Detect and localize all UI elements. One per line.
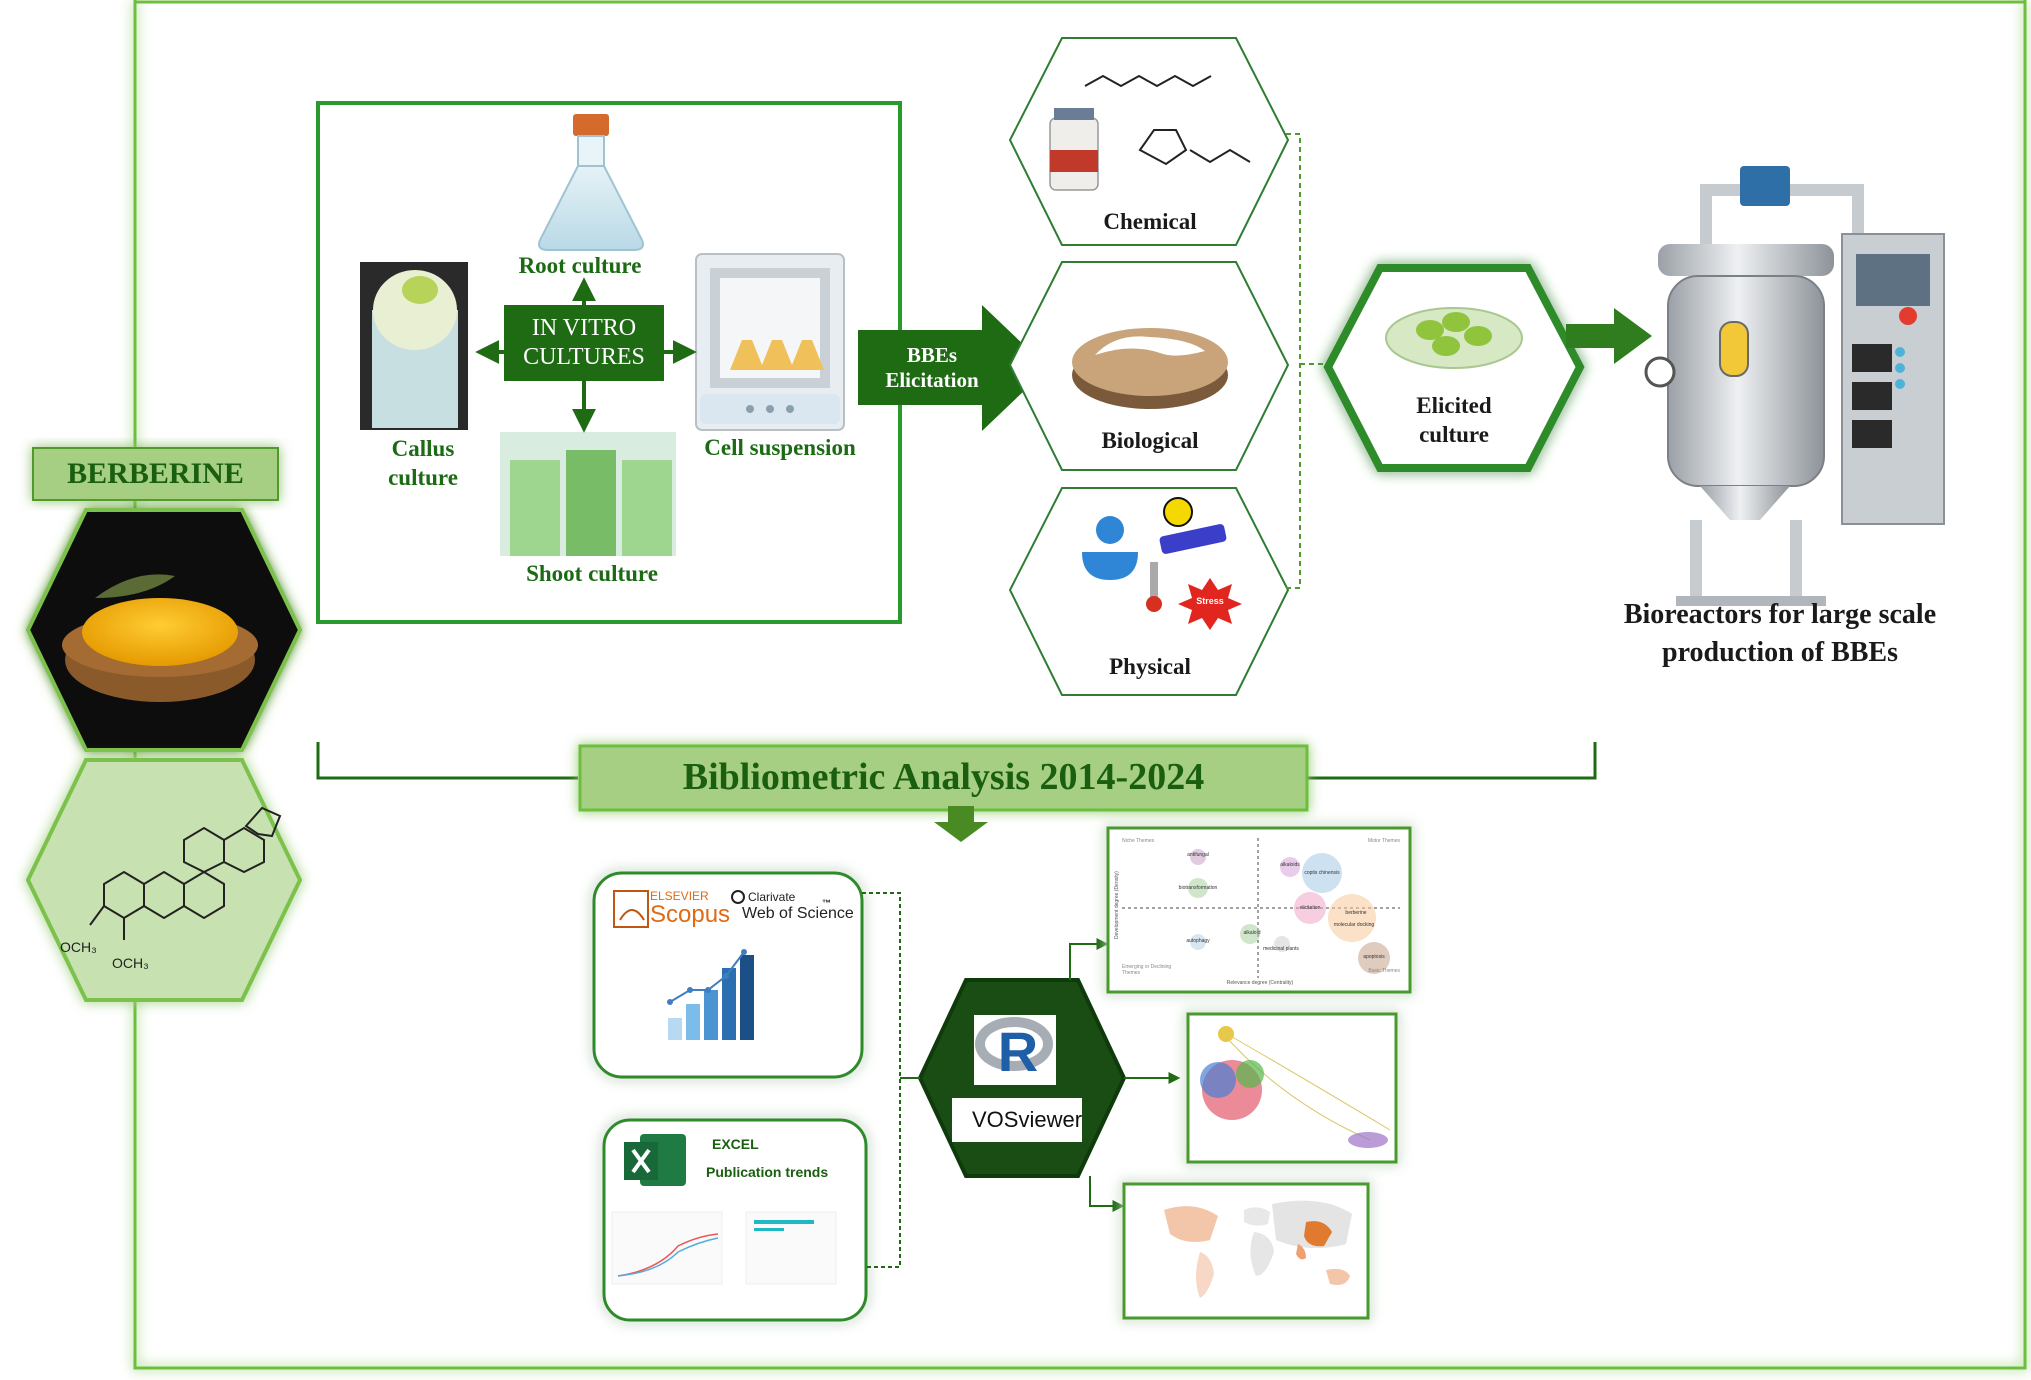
clarivate-logo-icon: [731, 890, 745, 904]
thematic-q4: Basic Themes: [1368, 968, 1400, 974]
methoxy-label-1: OCH₃: [60, 939, 97, 955]
vosviewer-logo: [952, 1098, 1082, 1142]
chemical-icon: [1049, 74, 1251, 191]
bubble-label: alkaloid: [1243, 930, 1261, 936]
methoxy-label-2: OCH₃: [112, 955, 149, 971]
berberine-molecule-icon: [89, 806, 282, 940]
bubble-label: apoptosis: [1363, 954, 1385, 960]
world-map-visualization: [1164, 1200, 1352, 1298]
thematic-q1: Niche Themes: [1122, 838, 1155, 844]
elicited-culture-dish: [1385, 307, 1523, 369]
callus-culture-label: Callus culture: [388, 436, 458, 490]
wos-trademark: ™: [822, 898, 831, 908]
bubble-label: medicinal plants: [1263, 946, 1299, 952]
shoot-culture-label: Shoot culture: [526, 561, 658, 586]
elicited-culture-label: Elicited culture: [1416, 393, 1492, 447]
vosviewer-label: VOSviewer: [971, 1106, 1083, 1132]
bubble-label: coptis chinensis: [1304, 870, 1340, 876]
berberine-powder: [82, 598, 238, 666]
physical-icons: [1082, 497, 1242, 630]
r-logo-letter: R: [997, 1020, 1039, 1084]
sources-connector: [862, 892, 901, 1268]
thematic-axis-y: Development degree (Density): [1113, 871, 1120, 940]
bibliometric-down-arrow: [934, 806, 988, 842]
wos-label: Web of Science: [742, 905, 854, 922]
excel-logo-icon: [624, 1134, 686, 1186]
stress-badge: Stress: [1196, 596, 1224, 606]
root-culture-label: Root culture: [518, 253, 642, 278]
bay-leaf: [95, 574, 175, 598]
bibliometric-bracket: [316, 742, 1597, 780]
network-visualization: [1200, 1026, 1391, 1148]
berberine-label-box: [32, 447, 279, 501]
scopus-label: Scopus: [650, 901, 731, 928]
chemical-hexagon: [1008, 37, 1290, 246]
arrow-to-bioreactor: [1566, 308, 1652, 364]
bbes-elicitation-arrow: [858, 305, 1048, 431]
excel-title: EXCEL: [712, 1136, 759, 1152]
bubble-label: berberine: [1345, 910, 1367, 916]
bubble-label: biotransformation: [1178, 885, 1218, 891]
bubble-label: alkaloids: [1280, 862, 1300, 868]
erlenmeyer-flask: [538, 114, 644, 251]
berberine-structure-hexagon: [25, 758, 303, 1002]
in-vitro-center-label: IN VITRO CULTURES: [523, 315, 645, 370]
bbes-elicitation-label: BBEs Elicitation: [885, 342, 979, 392]
world-map-box: [1122, 1182, 1370, 1320]
excel-subtitle: Publication trends: [706, 1164, 829, 1180]
clarivate-label: Clarivate: [748, 890, 796, 904]
incubator: [695, 253, 845, 431]
shoot-culture-image: [500, 432, 676, 556]
bubble-label: antifungal: [1187, 852, 1209, 858]
bubble-label: molecular docking: [1333, 922, 1375, 928]
petri-dish-icon: [1072, 328, 1228, 409]
bubble-label: elicitation: [1299, 905, 1321, 911]
thematic-bubbles: [1188, 849, 1390, 974]
thematic-q2: Motor Themes: [1367, 838, 1400, 844]
physical-label: Physical: [1109, 654, 1191, 679]
thematic-axis-x: Relevance degree (Centrality): [1226, 980, 1294, 986]
berberine-label: BERBERINE: [67, 457, 244, 490]
biological-label: Biological: [1101, 428, 1199, 453]
bibliometric-title: Bibliometric Analysis 2014-2024: [682, 756, 1205, 799]
thematic-q3: Emerging or Declining Themes: [1122, 964, 1172, 977]
chemical-label: Chemical: [1103, 209, 1197, 234]
cell-suspension-label: Cell suspension: [704, 435, 856, 460]
publication-trend-thumbnail: [611, 1211, 837, 1285]
growth-bar-chart-icon: [667, 949, 754, 1040]
bioreactor-illustration: [1644, 166, 1945, 606]
connector-to-world-map: [1089, 1176, 1125, 1212]
bubble-label: autophagy: [1186, 938, 1210, 944]
bibliometric-title-box: [578, 744, 1309, 812]
elsevier-label: ELSEVIER: [650, 889, 709, 903]
elicitor-bracket: [1286, 133, 1330, 589]
callus-culture-image: [360, 262, 468, 430]
elsevier-logo-icon: [613, 890, 649, 928]
bioreactor-label: Bioreactors for large scale production o…: [1623, 599, 1937, 668]
connector-to-thematic-map: [1069, 938, 1109, 980]
r-logo-ring: [975, 1017, 1053, 1071]
in-vitro-center-box: [504, 305, 664, 381]
